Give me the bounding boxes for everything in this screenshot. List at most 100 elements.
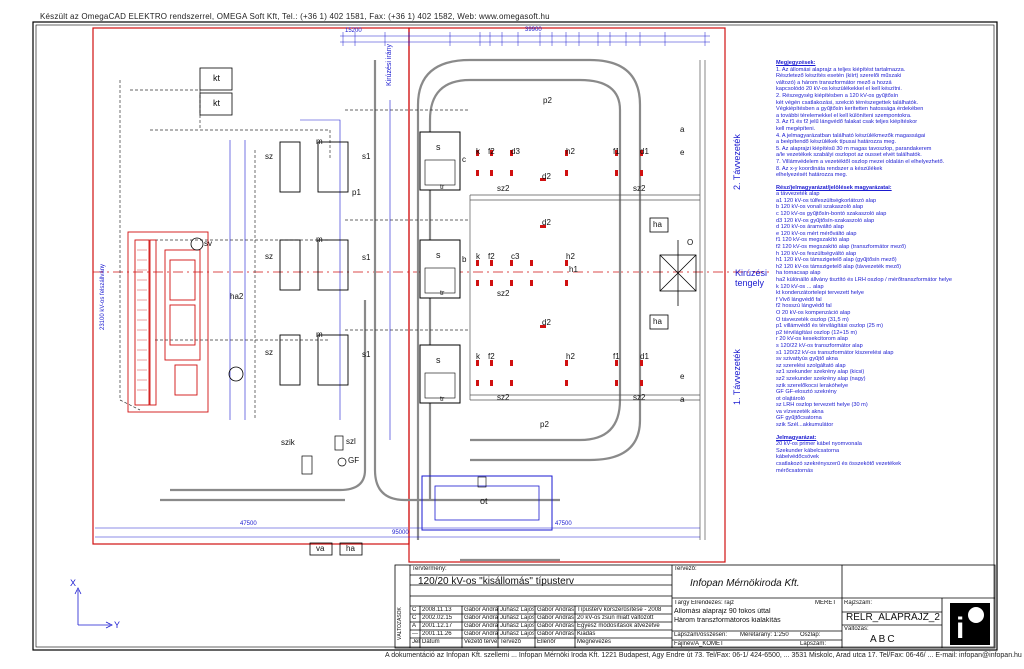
tb-label-lapszam: Lapszám/összesen:	[674, 632, 728, 638]
legend-codes-title: Rész/jelmagyarázat/jelölések magyarázata…	[776, 184, 892, 191]
legend-code-item: p1 villámvédő és térvilágítási oszlop (2…	[776, 323, 883, 330]
gf-label: GF	[348, 456, 360, 465]
revision-cell-date: 2001.11.26	[422, 631, 452, 637]
kiruzesi-tengely-label: Kirúzési tengely	[735, 268, 768, 288]
va-label: va	[316, 544, 325, 553]
legend-code-item: s 120/22 kV-os transzformátor alap	[776, 342, 863, 349]
f2-label-2: f2	[488, 252, 495, 261]
revision-cell-checker: Juhász Lajos	[500, 631, 534, 637]
sz-label-2: sz	[265, 252, 273, 261]
revision-cell-checker: Juhász Lajos	[500, 615, 534, 621]
sz-label-3: sz	[265, 348, 273, 357]
legend-code-item: O 20 kV-os kompenzáció alap	[776, 309, 851, 316]
revision-cell-approver: Gábor András	[537, 607, 575, 613]
s-label-2: s	[436, 250, 441, 260]
kiruzesi-irany-label: Kirúzési irány	[386, 43, 393, 86]
note-item: 7. Villámvédelem a vezetéktől oszlop mez…	[776, 158, 945, 165]
note-item: kapcsolódó 20 kV-os készülékekkel el kel…	[776, 86, 902, 93]
revision-cell-code: A	[412, 623, 417, 629]
note-item: a további térelemekkel el kell különíten…	[776, 112, 912, 119]
notes-panel: Megjegyzések: 1. Az állomási alaprajz a …	[776, 60, 1002, 474]
tb-label-valtozas: Változás:	[844, 626, 869, 632]
tavvezetek-1-label: 1. Távvezeték	[732, 349, 742, 405]
f1-label-1: f1	[613, 147, 620, 156]
dim-top-total: 39900	[525, 27, 542, 33]
note-item: 3. Az f1 és f2 jelű lángvédő falakat csa…	[776, 119, 918, 126]
tb-sub2: Három transzformátoros kialakítás	[674, 617, 781, 624]
tb-label-rajzszam: Rajzszám:	[844, 600, 873, 606]
legend-code-item: c 120 kV-os gyűjtősín-bontó szakaszoló a…	[776, 211, 887, 218]
sv-label: sv	[204, 239, 212, 248]
revision-cell-desc: Kiadás	[577, 631, 596, 637]
legend-code-item: h 120 kV-os feszültségváltó alap	[776, 250, 857, 257]
legend-code-item: e 120 kV-os mért mérőváltó alap	[776, 230, 857, 237]
szik-label: szik	[281, 438, 295, 447]
notes-title: Megjegyzések:	[776, 60, 816, 66]
legend-code-item: d3 120 kV-os gyűjtősín-szakaszoló alap	[776, 217, 875, 224]
header-credit: Készült az OmegaCAD ELEKTRO rendszerrel,…	[40, 12, 550, 21]
o-tower-label: O	[687, 238, 694, 247]
legend-code-item: d 120 kV-os áramváltó alap	[776, 224, 844, 231]
legend-code-item: ot olajtároló	[776, 395, 805, 402]
tr-label-2: tr	[440, 290, 445, 297]
legend-code-item: a távvezeték alap	[776, 191, 820, 198]
szl-label: szl	[346, 437, 356, 446]
legend-symbol-item: mérőcsatornás	[776, 467, 813, 474]
legend-code-item: b 120 kV-os vonali szakaszoló alap	[776, 204, 864, 211]
p2-label-1: p2	[543, 96, 552, 105]
note-item: változó) a három transzformátor mező a h…	[776, 79, 892, 86]
legend-symbol-item: Szekunder kábelcsatorna	[776, 447, 840, 454]
tb-drawing-no: RELR_ALAPRAJZ_2	[846, 612, 940, 623]
tb-label-targy: Tárgy Elrendezés: rajz	[674, 600, 735, 606]
revision-cell-code: Jel	[412, 639, 420, 645]
k-label-1: k	[476, 147, 480, 156]
legend-code-item: sz1 szekunder szekrény alap (kicsi)	[776, 369, 865, 376]
revision-cell-approver: Gábor András	[537, 615, 575, 621]
dim-bottom-3: 47500	[555, 521, 572, 527]
legend-code-item: GF GF-elosztó szekrény	[776, 389, 837, 396]
legend-title: Jelmagyarázat:	[776, 434, 817, 441]
revision-cell-author: Gábor András	[464, 615, 498, 621]
note-item: 8. Az x-y koordináta rendszer a készülék…	[776, 165, 883, 172]
tb-label-meret: MÉRET	[815, 600, 836, 606]
f1-label-2: f1	[613, 352, 620, 361]
sz-label-1: sz	[265, 152, 273, 161]
legend-code-item: va vízvezeték akna	[776, 408, 824, 415]
legend-code-item: f1 120 kV-os megszakító alap	[776, 237, 850, 244]
h2-label-3: h2	[566, 352, 575, 361]
ha-label-1: ha	[653, 220, 662, 229]
note-item: 2. Részegység kiépítésben a 120 kV-os gy…	[776, 92, 899, 99]
legend-code-item: k 120 kV-os ... alap	[776, 283, 824, 290]
note-item: 1. Az állomási alaprajz a teljes kiépíté…	[776, 66, 906, 73]
tb-designer: Infopan Mérnökiroda Kft.	[690, 578, 800, 589]
p2-label-2: p2	[540, 420, 549, 429]
revision-cell-approver: Gábor András	[537, 631, 575, 637]
legend-code-item: sz LRH oszlop tervezett helye (30 m)	[776, 402, 868, 409]
note-item: elhelyezését határozza meg.	[776, 172, 848, 179]
legend-symbol-item: kábelvédőcsövek	[776, 454, 819, 461]
tb-valtozasok: VÁLTOZÁSOK	[397, 607, 403, 640]
note-item: a/le vezetékek szabályi oszlopot az ouss…	[776, 152, 922, 159]
dim-bottom-1: 47500	[240, 521, 257, 527]
legend-code-item: ha2 különálló állvány tisztító és LRH os…	[776, 277, 952, 283]
legend-code-item: p2 térvilágítási oszlop (12+15 m)	[776, 329, 857, 336]
revision-cell-date: Dátum	[422, 639, 440, 645]
sz2-label-4: sz2	[633, 184, 646, 193]
d2-label-1: d2	[542, 218, 551, 227]
dim-bottom-2: 95000	[392, 530, 409, 536]
revision-cell-author: Vezető tervező	[464, 639, 498, 645]
s1-label-2: s1	[362, 253, 371, 262]
f2-label-1: f2	[488, 147, 495, 156]
d3-label: d3	[511, 147, 520, 156]
revision-cell-approver: Gábor András	[537, 623, 575, 629]
ha-bottom-label: ha	[346, 544, 355, 553]
svg-text:i: i	[956, 612, 964, 645]
tb-label-tervtermeny: Tervtermény:	[412, 566, 447, 572]
d1-label-1: d1	[640, 147, 649, 156]
dim-left-vertical: 23100 kV-os felszállvány	[100, 263, 106, 330]
tb-sub1: Állomási alaprajz 90 fokos úttal	[674, 608, 771, 615]
tb-label-oszlap: Oszlap:	[800, 632, 821, 638]
ha-label-2: ha	[653, 317, 662, 326]
tb-label-fajlnev: Fájlnév/A_KOMET	[674, 641, 724, 647]
